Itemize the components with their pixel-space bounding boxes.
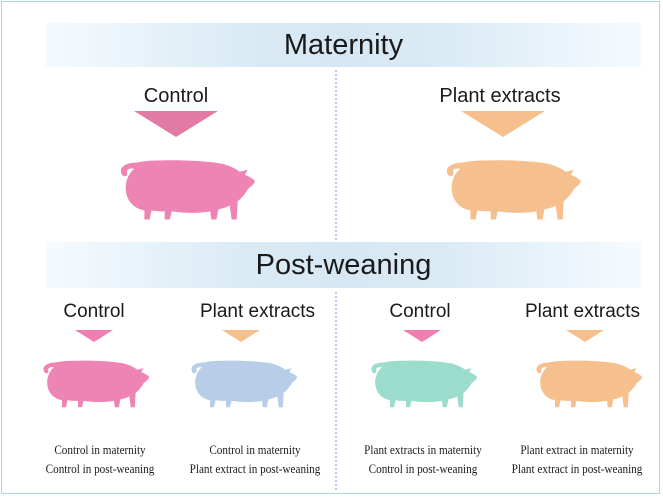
caption-2-line-1: Control in maternity — [178, 440, 333, 459]
maternity-banner: Maternity — [45, 23, 642, 67]
caption-4: Plant extract in maternity Plant extract… — [508, 440, 646, 478]
maternity-plant-extracts-label: Plant extracts — [420, 85, 580, 108]
caption-1-line-1: Control in maternity — [31, 440, 169, 459]
post-weaning-control-pig-icon-1 — [38, 354, 150, 411]
maternity-control-label: Control — [126, 85, 226, 108]
post-weaning-plant-extracts-pig-icon-4 — [531, 354, 643, 411]
caption-2: Control in maternity Plant extract in po… — [178, 440, 333, 478]
caption-1: Control in maternity Control in post-wea… — [31, 440, 169, 478]
maternity-plant-extracts-pig-icon — [440, 152, 582, 224]
post-weaning-plant-extracts-label-4: Plant extracts — [515, 301, 650, 323]
post-weaning-plant-extracts-pig-icon-2 — [186, 354, 298, 411]
caption-3-line-2: Control in post-weaning — [350, 459, 496, 478]
post-weaning-control-label-3: Control — [370, 301, 470, 323]
post-weaning-control-label-1: Control — [44, 301, 144, 323]
post-weaning-control-pig-icon-3 — [366, 354, 478, 411]
post-weaning-divider — [335, 292, 337, 490]
caption-3-line-1: Plant extracts in maternity — [350, 440, 496, 459]
post-weaning-arrow-4 — [566, 330, 604, 342]
caption-3: Plant extracts in maternity Control in p… — [350, 440, 496, 478]
maternity-plant-extracts-arrow — [461, 111, 545, 137]
maternity-title: Maternity — [284, 29, 403, 62]
maternity-divider — [335, 70, 337, 240]
post-weaning-plant-extracts-label-2: Plant extracts — [190, 301, 325, 323]
caption-1-line-2: Control in post-weaning — [31, 459, 169, 478]
caption-4-line-1: Plant extract in maternity — [508, 440, 646, 459]
post-weaning-arrow-2 — [222, 330, 260, 342]
maternity-control-arrow — [134, 111, 218, 137]
maternity-control-pig-icon — [114, 152, 256, 224]
post-weaning-banner: Post-weaning — [45, 242, 642, 288]
caption-2-line-2: Plant extract in post-weaning — [178, 459, 333, 478]
caption-4-line-2: Plant extract in post-weaning — [508, 459, 646, 478]
post-weaning-arrow-3 — [403, 330, 441, 342]
post-weaning-title: Post-weaning — [256, 249, 432, 282]
post-weaning-arrow-1 — [75, 330, 113, 342]
